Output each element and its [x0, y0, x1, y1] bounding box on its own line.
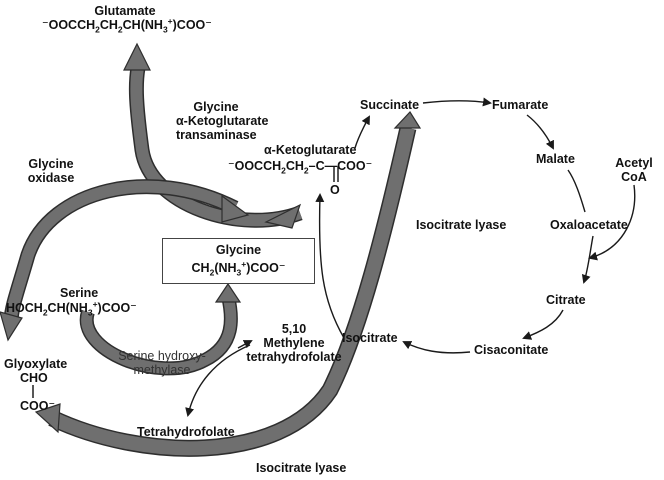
glyoxylate-cho: CHO: [20, 371, 48, 385]
alpha-ketoglutarate-formula: ⁻OOCCH2CH2–C—COO⁻: [228, 159, 373, 176]
cisaconitate-label: Cisaconitate: [474, 343, 549, 357]
malate-label: Malate: [536, 152, 575, 166]
isocitrate-lyase-bottom-label: Isocitrate lyase: [256, 461, 347, 475]
glycine-box: Glycine CH2(NH3+)COO⁻: [162, 238, 315, 284]
alpha-ketoglutarate-oxygen: O: [330, 183, 340, 197]
glycine-label: Glycine: [215, 243, 262, 257]
serine-label: Serine: [60, 286, 99, 300]
tca-cycle-arrows: [315, 97, 636, 354]
folate-arrow: [185, 340, 253, 417]
serine-formula: HOCH2CH(NH3+)COO⁻: [6, 298, 137, 318]
alpha-ketoglutarate-label: α-Ketoglutarate: [264, 143, 357, 157]
transaminase-arrow: [123, 42, 303, 229]
oxaloacetate-label: Oxaloacetate: [550, 218, 628, 232]
isocitrate-lyase-right-label: Isocitrate lyase: [416, 218, 507, 232]
citrate-label: Citrate: [546, 293, 586, 307]
methylene-thf-label: 5,10 Methylene tetrahydrofolate: [246, 322, 342, 364]
glycine-formula: CH2(NH3+)COO⁻: [191, 258, 286, 278]
tetrahydrofolate-label: Tetrahydrofolate: [137, 425, 235, 439]
glutamate-formula: ⁻OOCCH2CH2CH(NH3+)COO⁻: [42, 15, 212, 35]
glutamate-label: Glutamate: [94, 4, 156, 18]
acetyl-coa-label: Acetyl CoA: [615, 156, 653, 184]
succinate-label: Succinate: [360, 98, 420, 112]
glyoxylate-coo: COO⁻: [20, 399, 56, 413]
fumarate-label: Fumarate: [492, 98, 549, 112]
isocitrate-lyase-arrow: [34, 111, 422, 457]
serine-hydroxymethylase-arrow: [79, 282, 242, 376]
glyoxylate-label: Glyoxylate: [4, 357, 68, 371]
serine-hydroxymethylase-label: Serine hydroxy- methylase: [118, 349, 206, 377]
glycine-oxidase-arrow: [0, 179, 250, 342]
glycine-oxidase-label: Glycine oxidase: [27, 157, 75, 185]
isocitrate-label: Isocitrate: [342, 331, 398, 345]
transaminase-label: Glycine α-Ketoglutarate transaminase: [176, 100, 269, 142]
